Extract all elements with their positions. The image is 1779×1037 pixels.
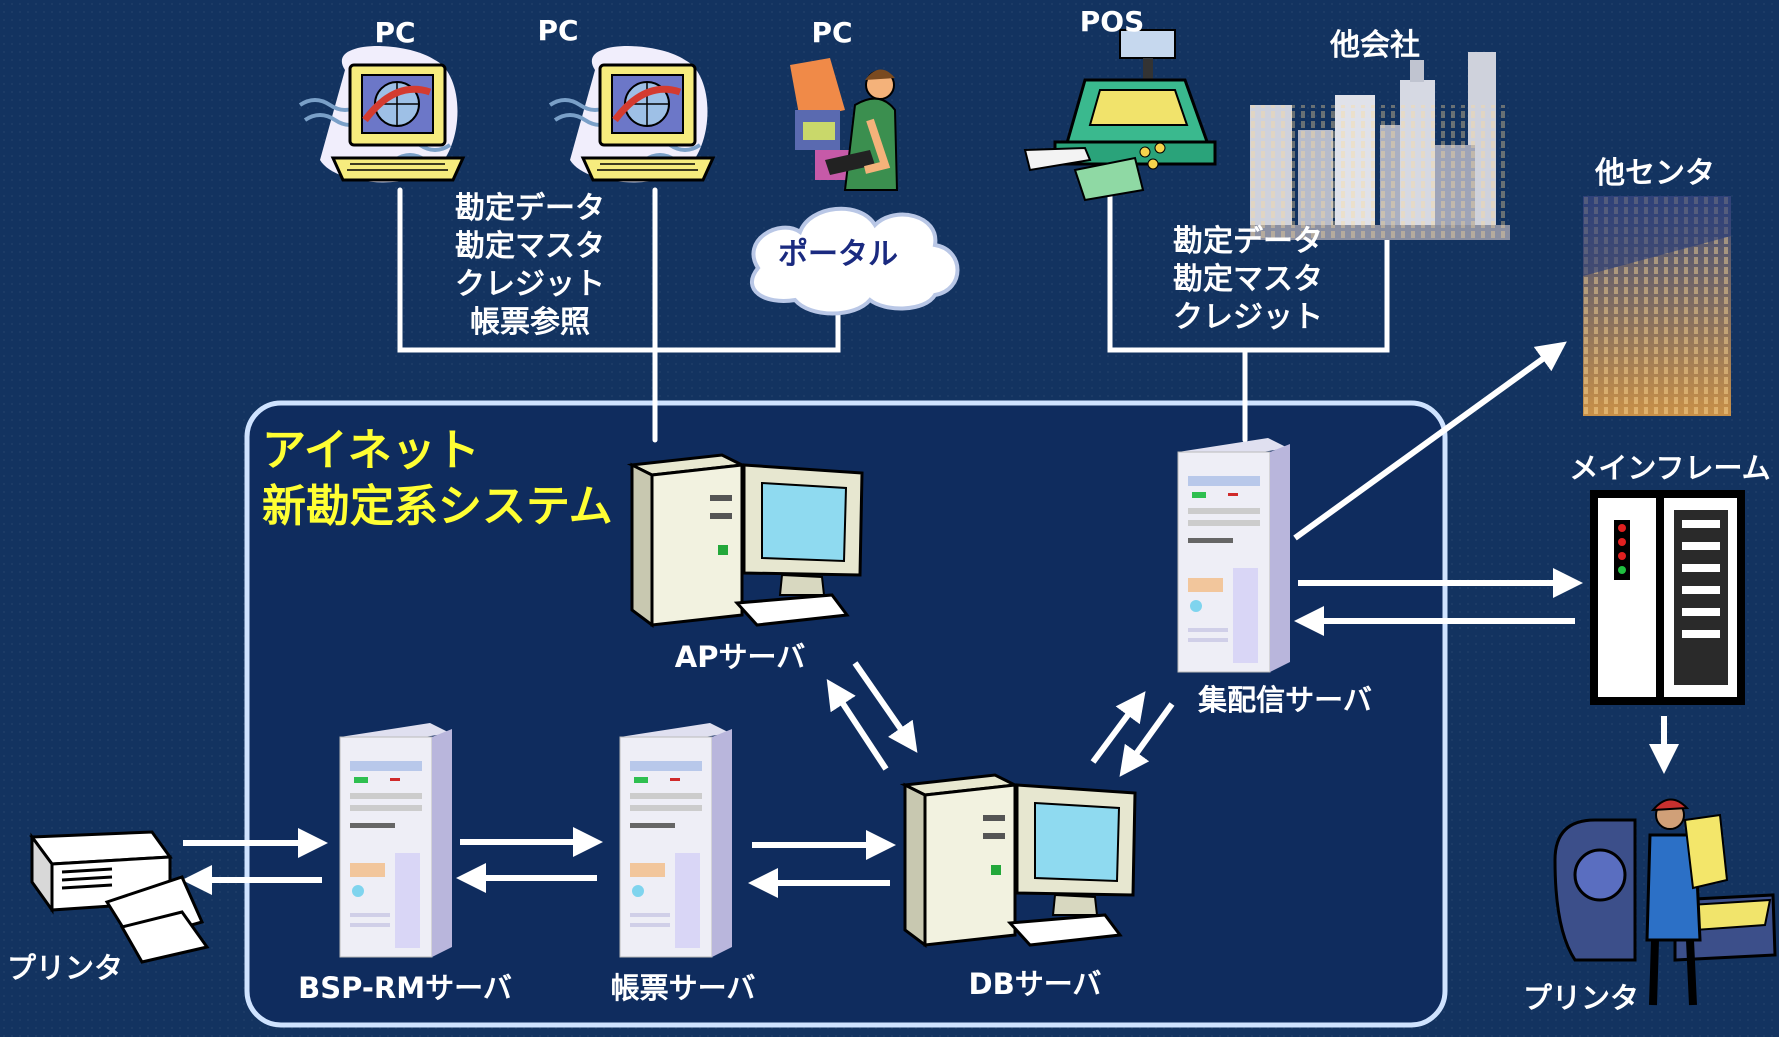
pos-register-icon xyxy=(1023,29,1217,202)
office-building-icon xyxy=(1583,196,1731,416)
left-function-item: クレジット xyxy=(455,267,605,302)
right-function-item: 勘定マスタ xyxy=(1173,262,1323,297)
report-server-icon xyxy=(619,723,732,958)
left-function-item: 勘定データ xyxy=(455,191,605,226)
system-title-line1: アイネット xyxy=(262,425,480,476)
printer-icon xyxy=(29,830,210,964)
left-function-item: 勘定マスタ xyxy=(455,229,605,264)
left-function-item: 帳票参照 xyxy=(470,305,590,340)
distribution-server-label: 集配信サーバ xyxy=(1197,683,1372,717)
ap-server-icon xyxy=(626,453,864,628)
data-flow-arrows xyxy=(182,341,1679,898)
bsp-rm-server-label: BSP-RMサーバ xyxy=(298,971,512,1005)
system-boundary xyxy=(244,400,1448,1028)
distribution-to-center-arrow xyxy=(1293,341,1567,541)
pc-icon xyxy=(298,46,466,183)
mainframe-label: メインフレーム xyxy=(1569,451,1770,485)
ap-server-label: APサーバ xyxy=(675,640,805,674)
pc-icon xyxy=(548,46,716,183)
printing-press-icon xyxy=(1553,798,1777,1006)
right-client-bus xyxy=(1107,177,1390,353)
city-skyline-icon xyxy=(1250,52,1510,240)
right-function-item: 勘定データ xyxy=(1173,224,1323,259)
left-client-bus xyxy=(397,187,841,353)
left-printer-label: プリンタ xyxy=(7,951,123,985)
bsp-rm-server-icon xyxy=(339,723,452,958)
ap-to-db-arrow xyxy=(852,661,918,753)
mainframe-icon xyxy=(1590,490,1745,705)
system-title-line2: 新勘定系システム xyxy=(262,481,613,532)
right-functions-list: 勘定データ 勘定マスタ クレジット xyxy=(1173,224,1323,335)
distribution-to-db-arrow xyxy=(1119,702,1175,777)
pc-user-icon xyxy=(790,58,899,191)
db-server-label: DBサーバ xyxy=(969,967,1102,1001)
db-to-ap-arrow xyxy=(826,678,889,771)
left-functions-list: 勘定データ 勘定マスタ クレジット 帳票参照 xyxy=(455,191,605,340)
pos-label: POS xyxy=(1080,5,1145,38)
report-server-label: 帳票サーバ xyxy=(611,971,756,1005)
portal-cloud-icon xyxy=(750,206,960,316)
portal-label: ポータル xyxy=(778,237,898,272)
other-company-label: 他会社 xyxy=(1329,28,1420,63)
other-center-label: 他センタ xyxy=(1594,156,1715,191)
pc2-label: PC xyxy=(537,14,578,47)
right-function-item: クレジット xyxy=(1173,300,1323,335)
right-printer-label: プリンタ xyxy=(1523,981,1639,1015)
pc3-label: PC xyxy=(811,16,852,49)
connection-lines xyxy=(397,177,1390,443)
pc1-label: PC xyxy=(374,16,415,49)
db-to-distribution-arrow xyxy=(1090,691,1146,764)
db-server-icon xyxy=(899,773,1137,948)
distribution-server-icon xyxy=(1177,438,1290,673)
